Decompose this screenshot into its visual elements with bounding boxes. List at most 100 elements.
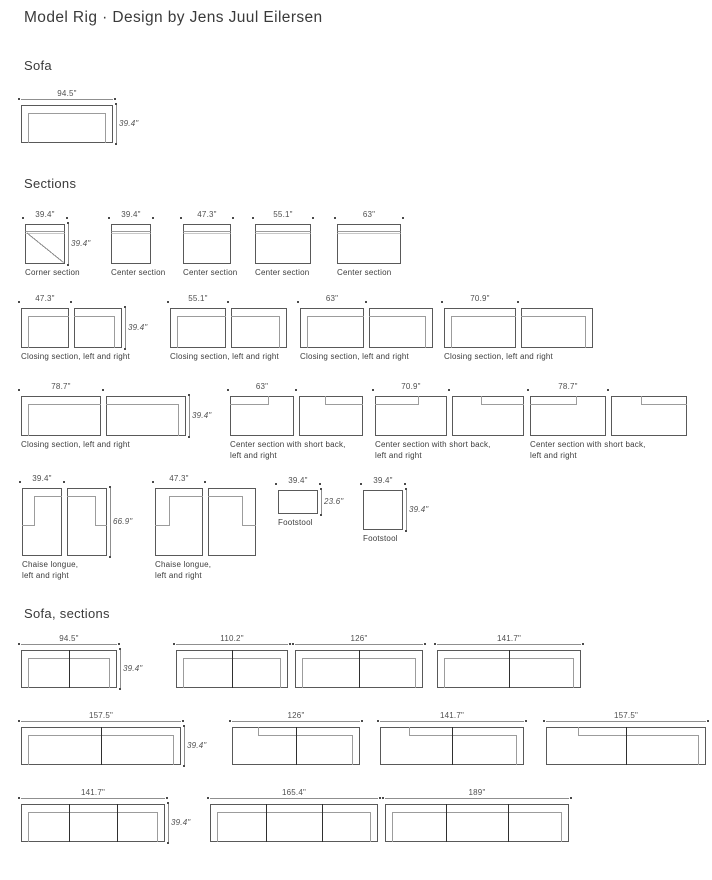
dimension-tick: [707, 720, 709, 722]
width-dimension-label: 157.5": [611, 711, 641, 720]
heading-sofa: Sofa: [24, 58, 52, 73]
diagram-chaise-r: 66.9": [67, 486, 134, 558]
dimension-tick: [582, 643, 584, 645]
section-outline-drawing: [25, 224, 65, 264]
diagram-closing-l: 55.1"Closing section, left and right: [167, 294, 279, 361]
width-dimension-label: 55.1": [186, 294, 210, 303]
depth-dimension-label: 39.4": [70, 239, 92, 249]
width-dimension-label: 63": [253, 382, 271, 391]
dimension-tick: [119, 648, 121, 650]
section-outline-drawing: [452, 396, 524, 436]
width-dimension-label: 39.4": [286, 476, 310, 485]
section-outline-drawing: [67, 488, 107, 556]
dimension-tick: [114, 98, 116, 100]
diagram-center: 55.1"Center section: [252, 210, 314, 277]
diagram-center: 63"Center section: [334, 210, 404, 277]
diagram-closing-l: 63"Closing section, left and right: [297, 294, 409, 361]
dimension-tick: [67, 222, 69, 224]
dimension-tick: [320, 514, 322, 516]
section-outline-drawing: [385, 804, 569, 842]
width-dimension-label: 94.5": [57, 634, 81, 643]
diagram-sofa-stepback: 126": [229, 711, 363, 765]
width-dimension-label: 141.7": [494, 634, 524, 643]
section-caption: Closing section, left and right: [21, 440, 130, 449]
width-dimension-label: 70.9": [399, 382, 423, 391]
dimension-tick: [63, 481, 65, 483]
dimension-line: [184, 727, 185, 765]
dimension-line: [232, 721, 360, 722]
width-dimension-label: 39.4": [33, 210, 57, 219]
diagram-sofa-stepback: 157.5": [543, 711, 709, 765]
width-dimension: 55.1": [252, 208, 314, 221]
diagram-chaise-r: [208, 488, 256, 556]
page-title: Model Rig · Design by Jens Juul Eilersen: [24, 9, 323, 26]
width-dimension-label: 126": [348, 634, 370, 643]
width-dimension: 157.5": [543, 711, 709, 724]
diagram-sofa-stepback: 141.7": [377, 711, 527, 765]
width-dimension-label: 141.7": [78, 788, 108, 797]
width-dimension-label: 39.4": [371, 476, 395, 485]
dimension-tick: [382, 797, 384, 799]
dimension-tick: [295, 389, 297, 391]
dimension-tick: [180, 217, 182, 219]
section-outline-drawing: [337, 224, 401, 264]
depth-dimension: 39.4": [67, 222, 94, 266]
dimension-tick: [320, 488, 322, 490]
section-outline-drawing: [183, 224, 231, 264]
section-caption: Closing section, left and right: [444, 352, 553, 361]
dimension-tick: [360, 483, 362, 485]
section-caption: Center section: [337, 268, 392, 277]
width-dimension: 94.5": [18, 634, 120, 647]
dimension-tick: [18, 643, 20, 645]
width-dimension-label: 126": [285, 711, 307, 720]
depth-dimension-label: 39.4": [170, 818, 192, 828]
dimension-tick: [207, 797, 209, 799]
depth-dimension: 39.4": [183, 725, 210, 767]
width-dimension: 165.4": [207, 788, 381, 801]
width-dimension: 47.3": [18, 292, 72, 305]
dimension-tick: [182, 720, 184, 722]
diagram-sofa: 94.5"39.4": [18, 89, 140, 145]
section-caption: Center section: [111, 268, 166, 277]
diagram-plain: 39.4"39.4"Footstool: [360, 476, 430, 543]
depth-dimension-label: 39.4": [408, 505, 430, 515]
width-dimension-label: 47.3": [195, 210, 219, 219]
dimension-tick: [108, 217, 110, 219]
depth-dimension-label: 39.4": [127, 323, 149, 333]
section-caption: Chaise longue, left and right: [155, 560, 212, 580]
dimension-tick: [18, 720, 20, 722]
dimension-tick: [227, 301, 229, 303]
width-dimension-label: 47.3": [167, 474, 191, 483]
dimension-tick: [570, 797, 572, 799]
dimension-tick: [379, 797, 381, 799]
dimension-tick: [167, 301, 169, 303]
section-caption: Center section: [183, 268, 238, 277]
dimension-tick: [70, 301, 72, 303]
width-dimension: 70.9": [441, 292, 519, 305]
dimension-tick: [319, 483, 321, 485]
depth-dimension: 39.4": [167, 802, 194, 844]
width-dimension-label: 70.9": [468, 294, 492, 303]
diagram-closing-r: 39.4": [106, 394, 213, 438]
width-dimension: 39.4": [275, 474, 321, 487]
dimension-tick: [188, 394, 190, 396]
width-dimension: 39.4": [360, 474, 406, 487]
depth-dimension: 39.4": [119, 648, 146, 690]
section-outline-drawing: [255, 224, 311, 264]
diagram-closing-l: 78.7"Closing section, left and right: [18, 382, 130, 449]
width-dimension: 141.7": [18, 788, 168, 801]
section-caption: Closing section, left and right: [21, 352, 130, 361]
section-caption: Chaise longue, left and right: [22, 560, 79, 580]
dimension-tick: [115, 103, 117, 105]
diagram-shortback-l: 78.7"Center section with short back, lef…: [527, 382, 645, 460]
dimension-tick: [405, 530, 407, 532]
depth-dimension: 39.4": [115, 103, 142, 145]
width-dimension-label: 110.2": [218, 634, 246, 643]
diagram-sofa: 165.4": [207, 788, 381, 842]
section-outline-drawing: [363, 490, 403, 530]
section-outline-drawing: [546, 727, 706, 765]
width-dimension-label: 141.7": [437, 711, 467, 720]
dimension-line: [125, 308, 126, 348]
dimension-tick: [517, 301, 519, 303]
